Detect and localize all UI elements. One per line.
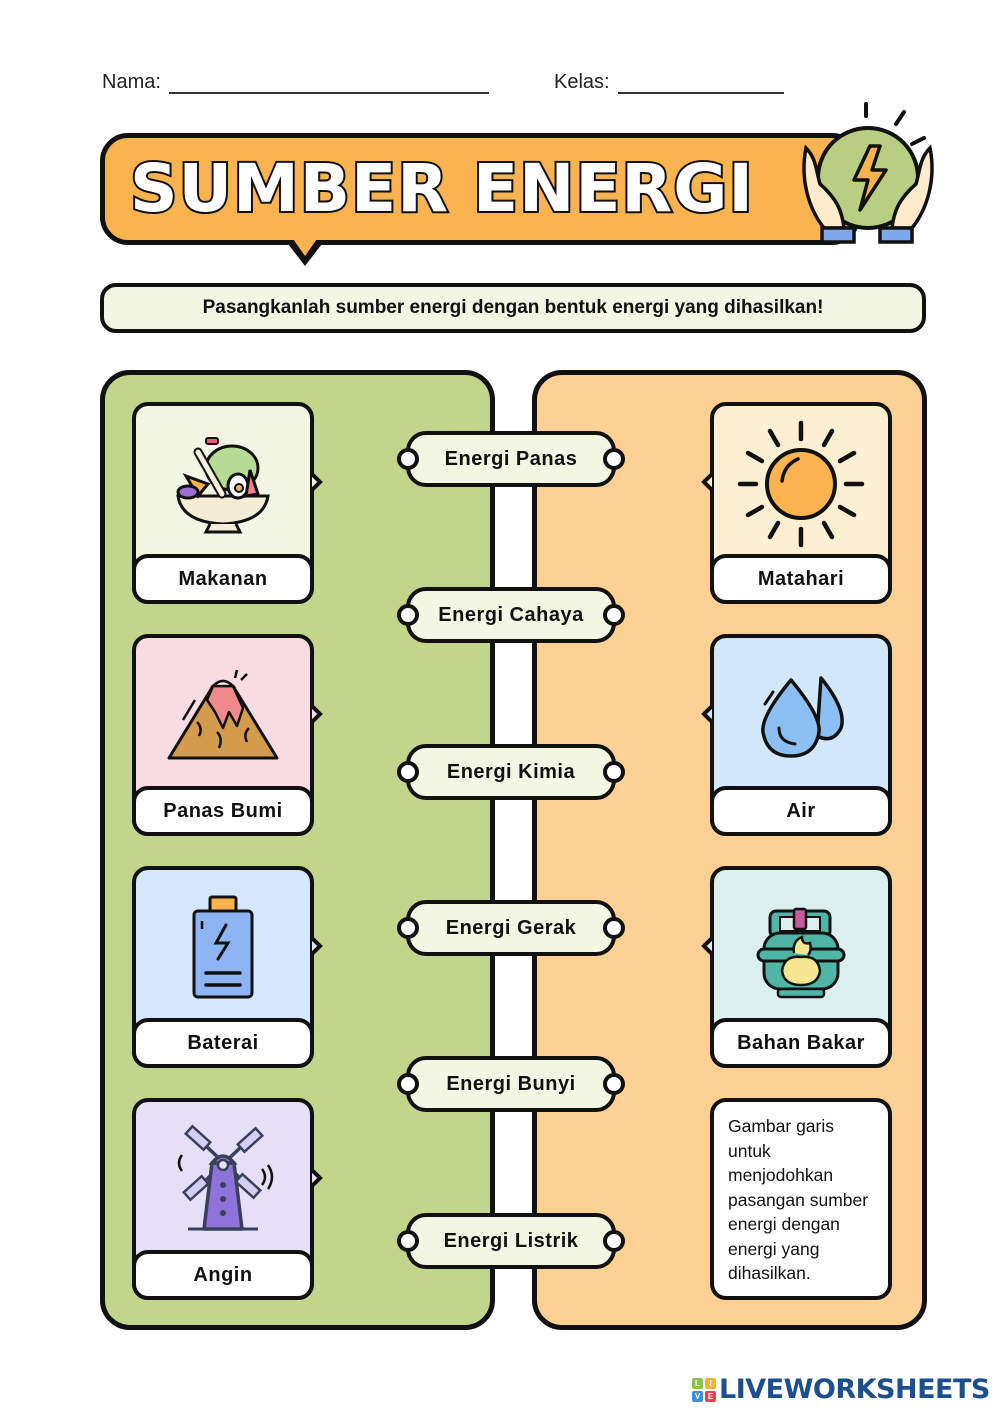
instruction-note: Gambar garis untuk menjodohkan pasangan … <box>710 1098 892 1300</box>
source-label: Bahan Bakar <box>710 1018 892 1068</box>
title-banner-pointer-fill <box>291 236 319 256</box>
card-pointer <box>310 1168 323 1188</box>
card-pointer <box>310 704 323 724</box>
source-label: Angin <box>132 1250 314 1300</box>
card-pointer <box>701 936 714 956</box>
energy-option-bunyi[interactable]: Energi Bunyi <box>397 1056 625 1112</box>
source-label: Makanan <box>132 554 314 604</box>
hands-holding-energy-icon <box>802 102 934 244</box>
source-card-air[interactable]: Air <box>701 634 892 836</box>
water-drops-icon <box>761 676 844 758</box>
logo-letter: L <box>692 1377 703 1389</box>
battery-icon <box>192 895 254 999</box>
title-banner <box>100 133 860 245</box>
energy-label: Energi Panas <box>444 448 578 470</box>
card-pointer <box>310 936 323 956</box>
source-label: Baterai <box>132 1018 314 1068</box>
gas-cylinder-icon <box>756 907 846 999</box>
energy-option-listrik[interactable]: Energi Listrik <box>397 1213 625 1269</box>
connector-dot-right[interactable] <box>603 1073 625 1095</box>
energy-label: Energi Cahaya <box>438 604 584 626</box>
connector-dot-right[interactable] <box>603 1230 625 1252</box>
energy-option-gerak[interactable]: Energi Gerak <box>397 900 625 956</box>
name-input-line[interactable] <box>168 70 489 94</box>
name-field[interactable]: Nama: <box>102 70 489 94</box>
energy-label: Energi Kimia <box>446 761 576 783</box>
energy-option-cahaya[interactable]: Energi Cahaya <box>397 587 625 643</box>
source-card-bahan-bakar[interactable]: Bahan Bakar <box>701 866 892 1068</box>
connector-dot-left[interactable] <box>397 761 419 783</box>
source-label: Air <box>710 786 892 836</box>
volcano-icon <box>167 669 279 760</box>
connector-dot-right[interactable] <box>603 917 625 939</box>
source-card-angin[interactable]: Angin <box>132 1098 323 1300</box>
page-title: SUMBER ENERGI <box>128 148 755 229</box>
energy-label: Energi Bunyi <box>446 1073 576 1095</box>
source-label: Matahari <box>710 554 892 604</box>
windmill-icon <box>177 1123 274 1231</box>
energy-option-panas[interactable]: Energi Panas <box>397 431 625 487</box>
connector-dot-right[interactable] <box>603 604 625 626</box>
connector-dot-left[interactable] <box>397 604 419 626</box>
source-card-makanan[interactable]: Makanan <box>132 402 323 604</box>
logo-letter: V <box>692 1390 703 1402</box>
connector-dot-left[interactable] <box>397 917 419 939</box>
logo-letter: I <box>705 1377 716 1389</box>
connector-dot-left[interactable] <box>397 1230 419 1252</box>
source-card-matahari[interactable]: Matahari <box>701 402 892 604</box>
salad-bowl-icon <box>176 437 270 534</box>
energy-option-kimia[interactable]: Energi Kimia <box>397 744 625 800</box>
card-pointer <box>701 472 714 492</box>
brand-name: LIVEWORKSHEETS <box>719 1374 990 1405</box>
class-label: Kelas: <box>554 71 610 93</box>
source-card-baterai[interactable]: Baterai <box>132 866 323 1068</box>
name-label: Nama: <box>102 71 161 93</box>
sun-icon <box>737 420 865 548</box>
class-field[interactable]: Kelas: <box>554 70 784 94</box>
card-pointer <box>701 704 714 724</box>
source-card-panas-bumi[interactable]: Panas Bumi <box>132 634 323 836</box>
instruction-banner: Pasangkanlah sumber energi dengan bentuk… <box>100 283 926 333</box>
source-label: Panas Bumi <box>132 786 314 836</box>
energy-label: Energi Listrik <box>443 1230 579 1252</box>
live-logo-icon: L I V E <box>692 1377 716 1402</box>
connector-dot-right[interactable] <box>603 448 625 470</box>
energy-label: Energi Gerak <box>445 917 577 939</box>
liveworksheets-logo[interactable]: L I V E LIVEWORKSHEETS <box>692 1374 990 1405</box>
connector-dot-right[interactable] <box>603 761 625 783</box>
connector-dot-left[interactable] <box>397 448 419 470</box>
card-pointer <box>310 472 323 492</box>
class-input-line[interactable] <box>617 70 784 94</box>
center-spine <box>497 372 530 1332</box>
logo-letter: E <box>705 1390 716 1402</box>
connector-dot-left[interactable] <box>397 1073 419 1095</box>
